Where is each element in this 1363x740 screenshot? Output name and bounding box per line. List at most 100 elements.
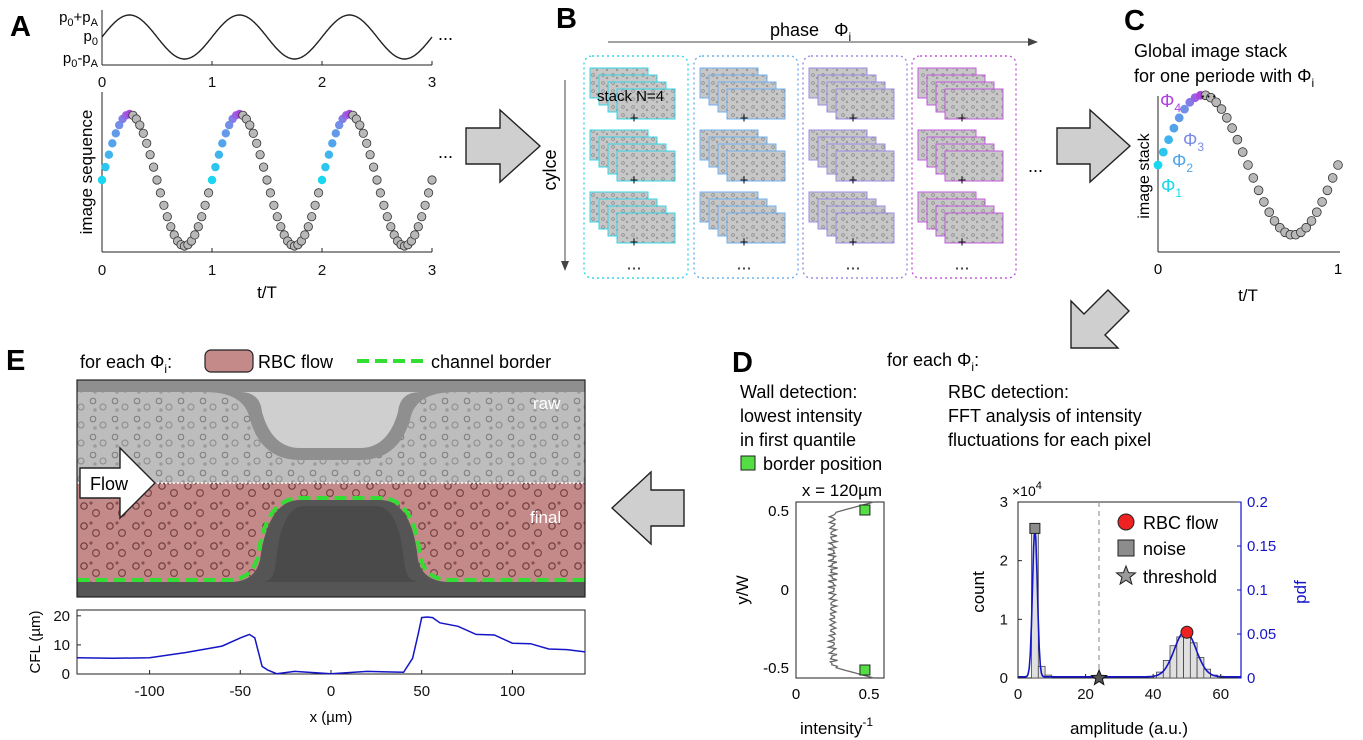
svg-text:×104: ×104: [1012, 480, 1042, 499]
sequence-marker: [317, 175, 327, 185]
sequence-xtick-0: 0: [98, 262, 106, 279]
svg-text:for each Φi:: for each Φi:: [80, 352, 172, 376]
sequence-marker: [420, 200, 430, 210]
sequence-marker: [410, 230, 420, 240]
wall-ytick-1: 0: [781, 582, 789, 599]
wall-plot: x = 120µm 0.5 0 -0.5 0 0.5 y/W intensity…: [733, 481, 885, 738]
stack-plus: +: [630, 172, 639, 189]
panel-e-heading-sub: i: [164, 362, 167, 376]
stack-marker: [1322, 185, 1333, 196]
histogram-markers: [1029, 522, 1194, 686]
sequence-marker: [111, 129, 121, 138]
phase-label-sub: 2: [1186, 161, 1193, 175]
stack-dots: ⋯: [737, 260, 752, 277]
stack-marker: [1169, 123, 1179, 133]
sequence-marker: [272, 212, 282, 222]
legend-noise-label: noise: [1143, 539, 1186, 559]
pressure-tick-sub2: A: [91, 58, 99, 70]
phase-label-0: Φ4: [1160, 91, 1181, 115]
legend-channel-border: channel border: [431, 352, 551, 372]
stack-plus: +: [958, 172, 967, 189]
grid-ellipsis: ...: [1028, 156, 1043, 176]
stack-image: [726, 212, 786, 244]
stack-image: [616, 88, 676, 120]
global-stack-ylabel: image stack: [1136, 132, 1153, 218]
pressure-tick-sub: 0: [71, 58, 77, 70]
stack-marker: [1317, 197, 1327, 207]
stack-plus: +: [849, 234, 858, 251]
flow-arrow: [79, 446, 156, 520]
stack-marker: [1232, 134, 1243, 145]
sequence-marker: [386, 222, 396, 232]
stack-marker: [1164, 135, 1173, 145]
phase-label-sub: 4: [1174, 101, 1181, 115]
pressure-tick-2: p0-pA: [63, 50, 99, 70]
wall-xlabel: intensity: [800, 719, 863, 738]
sequence-marker: [193, 222, 203, 232]
legend-rbc-flow: RBC flow: [258, 352, 334, 372]
sequence-marker: [101, 162, 110, 172]
stack-marker: [1306, 216, 1317, 226]
sequence-marker: [423, 188, 434, 198]
sequence-marker: [427, 175, 437, 185]
sequence-marker: [166, 222, 176, 232]
hist-ylabel-right: pdf: [1291, 580, 1310, 604]
sequence-marker: [362, 138, 372, 148]
cfl-ylabel: CFL (µm): [27, 610, 44, 673]
wall-xlabel-sup: -1: [862, 715, 873, 729]
cycle-axis: cylce: [540, 80, 569, 271]
sequence-marker: [138, 128, 148, 138]
wall-ytick-2: -0.5: [763, 660, 789, 677]
phase-label-phi: Φ: [1161, 176, 1175, 196]
hist-xtick-2: 40: [1145, 686, 1162, 703]
arrow-b-to-c: [1056, 108, 1132, 184]
wall-border-points: [859, 504, 871, 676]
cfl-xlabel: x (µm): [310, 709, 353, 726]
sequence-marker: [328, 139, 337, 148]
wall-plot-title: x = 120µm: [802, 481, 882, 500]
stack-image: [944, 212, 1004, 244]
wall-border-point-0: [859, 504, 871, 516]
rbc-flow-marker: [1180, 625, 1194, 639]
stack-image: [835, 150, 895, 182]
pdf-curve: [1018, 527, 1241, 678]
wall-border-point-1: [859, 664, 871, 676]
sequence-marker: [269, 200, 279, 210]
cfl-xtick-4: 100: [500, 683, 525, 700]
sequence-marker: [159, 200, 169, 210]
legend-rbc-marker: [1117, 513, 1135, 531]
sequence-marker: [372, 175, 382, 185]
stack-dots: ⋯: [955, 260, 970, 277]
channel-border-line: [77, 496, 585, 582]
svg-text:for each Φi:: for each Φi:: [887, 350, 979, 374]
sequence-marker: [324, 150, 334, 159]
hist-y2tick-1: 0.15: [1247, 538, 1276, 555]
image-sequence-markers: [97, 109, 437, 251]
cfl-xtick-2: 0: [327, 683, 335, 700]
sequence-marker: [211, 162, 220, 172]
svg-text:intensity-1: intensity-1: [800, 715, 873, 738]
sequence-marker: [225, 120, 234, 130]
hist-y2tick-2: 0.1: [1247, 582, 1268, 599]
rbc-line-2: FFT analysis of intensity: [948, 406, 1142, 426]
legend-threshold-marker: [1115, 564, 1137, 586]
sequence-marker: [155, 188, 165, 198]
stack-marker: [1269, 216, 1280, 226]
sequence-marker: [142, 138, 152, 148]
phase-label-phi: Φ: [1160, 91, 1174, 111]
sequence-marker: [221, 129, 230, 138]
stack-plus: +: [740, 234, 749, 251]
cycle-label: cylce: [540, 149, 560, 190]
pressure-tick-sub2: A: [91, 17, 99, 29]
legend-noise-marker: [1117, 539, 1135, 557]
stack-marker: [1158, 147, 1168, 157]
legend-rbc-swatch: [204, 349, 254, 373]
panel-c-label: C: [1124, 5, 1145, 37]
sequence-marker: [135, 120, 145, 130]
cfl-curve: [76, 616, 586, 675]
